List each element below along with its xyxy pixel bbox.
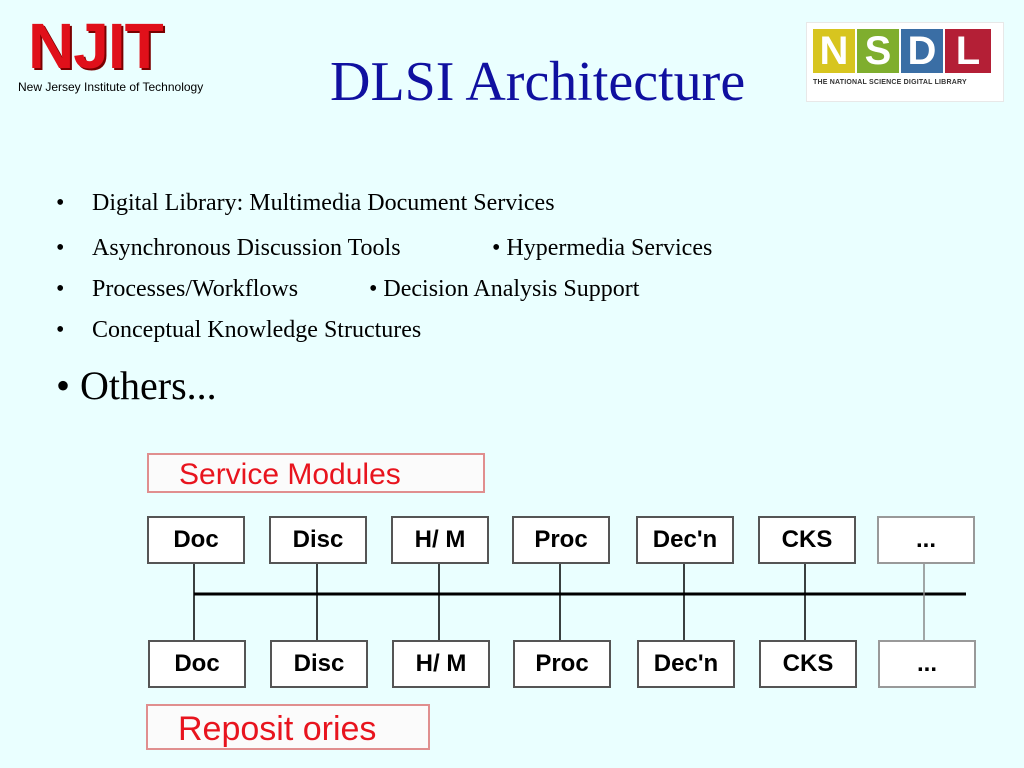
slide-title: DLSI Architecture <box>330 51 746 113</box>
service-module-cks: CKS <box>758 516 856 564</box>
bullet-text-secondary: • Hypermedia Services <box>492 235 713 261</box>
bullet-text: Processes/Workflows <box>92 276 299 302</box>
njit-logo-word: NJIT <box>28 10 164 82</box>
service-module-doc: Doc <box>147 516 245 564</box>
repositories-label: Reposit ories <box>146 704 430 750</box>
service-module-disc: Disc <box>269 516 367 564</box>
service-modules-label: Service Modules <box>147 453 485 493</box>
service-module-more: ... <box>877 516 975 564</box>
njit-logo: NJIT New Jersey Institute of Technology <box>18 14 223 100</box>
service-module-hm: H/ M <box>391 516 489 564</box>
bullet-text: Conceptual Knowledge Structures <box>92 317 422 343</box>
repository-doc: Doc <box>148 640 246 688</box>
others-bullet: • Others... <box>56 363 217 408</box>
repository-decn: Dec'n <box>637 640 735 688</box>
nsdl-logo-subtitle: THE NATIONAL SCIENCE DIGITAL LIBRARY <box>813 79 967 86</box>
nsdl-letter-l: L <box>945 29 991 73</box>
nsdl-letter-s: S <box>857 29 899 73</box>
bullet-dot: • <box>56 276 65 302</box>
nsdl-letter-n: N <box>813 29 855 73</box>
repository-disc: Disc <box>270 640 368 688</box>
repository-more: ... <box>878 640 976 688</box>
service-module-proc: Proc <box>512 516 610 564</box>
bullet-dot: • <box>56 235 65 261</box>
njit-logo-subtitle: New Jersey Institute of Technology <box>18 80 204 94</box>
bullet-dot: • <box>56 190 65 216</box>
repository-proc: Proc <box>513 640 611 688</box>
bullet-text: Asynchronous Discussion Tools <box>92 235 401 261</box>
repository-cks: CKS <box>759 640 857 688</box>
bullet-text: Digital Library: Multimedia Document Ser… <box>92 190 555 216</box>
repository-hm: H/ M <box>392 640 490 688</box>
nsdl-letter-d: D <box>901 29 943 73</box>
service-module-decn: Dec'n <box>636 516 734 564</box>
nsdl-logo: N S D L THE NATIONAL SCIENCE DIGITAL LIB… <box>806 22 1004 102</box>
bullet-dot: • <box>56 317 65 343</box>
bullet-text-secondary: • Decision Analysis Support <box>369 276 640 302</box>
